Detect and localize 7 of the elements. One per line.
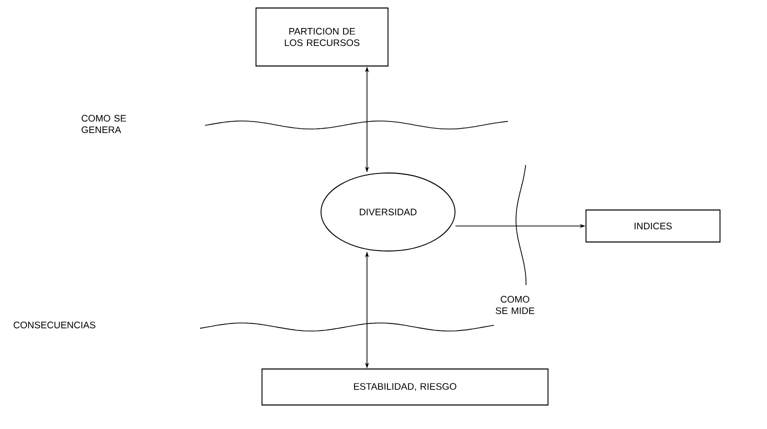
process-box: PARTICION DE LOS RECURSOS [256,8,388,66]
annotation-label: COMO SE GENERA [82,114,126,134]
annotation-label: COMO SE MIDE [496,296,534,314]
ellipse-node: DIVERSIDAD [320,172,456,252]
process-box: INDICES [586,210,720,242]
process-box: ESTABILIDAD, RIESGO [262,368,548,406]
annotation-label: CONSECUENCIAS [14,322,96,328]
